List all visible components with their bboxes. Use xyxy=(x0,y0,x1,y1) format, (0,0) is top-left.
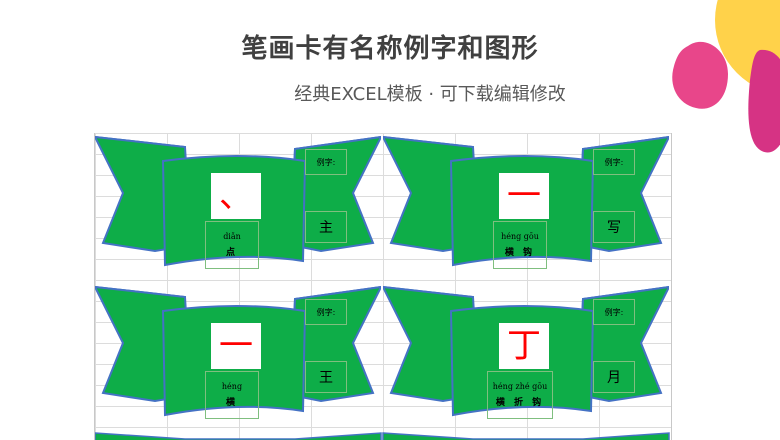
example-char: 写 xyxy=(607,220,621,236)
stroke-glyph-box: 、 xyxy=(211,173,261,219)
stroke-name-box: héng gōu 横 钩 xyxy=(493,221,547,269)
stroke-card: 一 héng 横 例字: 王 xyxy=(95,283,381,429)
example-label-box: 例字: xyxy=(593,149,635,175)
example-char-box: 主 xyxy=(305,211,347,243)
example-label-box: 例字: xyxy=(593,299,635,325)
example-char-box: 月 xyxy=(593,361,635,393)
example-label: 例字: xyxy=(604,157,624,167)
stroke-name-box: héng 横 xyxy=(205,371,259,419)
stroke-card: 、 diǎn 点 例字: 主 xyxy=(95,133,381,279)
stroke-name-box: héng zhé gōu 横 折 钩 xyxy=(487,371,553,419)
ribbon-banner xyxy=(95,135,381,267)
stroke-pinyin: héng gōu xyxy=(501,232,539,241)
example-char-box: 王 xyxy=(305,361,347,393)
stroke-name-box: diǎn 点 xyxy=(205,221,259,269)
example-char: 主 xyxy=(319,220,333,236)
stroke-glyph: 一 xyxy=(219,326,253,366)
example-label-box: 例字: xyxy=(305,299,347,325)
stroke-card: 一 héng gōu 横 钩 例字: 写 xyxy=(383,133,669,279)
next-row-banner-peek xyxy=(95,432,670,440)
ribbon-banner xyxy=(383,285,669,417)
stroke-glyph-box: 一 xyxy=(499,173,549,219)
stroke-glyph: 一 xyxy=(507,176,541,216)
stroke-pinyin: héng xyxy=(221,382,243,391)
example-label: 例字: xyxy=(316,307,336,317)
spreadsheet-preview: 、 diǎn 点 例字: 主 一 héng gōu 横 钩 例字: xyxy=(94,133,672,440)
stroke-name: 横 xyxy=(225,398,238,408)
stroke-name: 横 钩 xyxy=(504,248,536,258)
example-char: 月 xyxy=(607,370,621,386)
example-label-box: 例字: xyxy=(305,149,347,175)
stroke-name: 点 xyxy=(225,248,238,258)
stroke-glyph-box: 丁 xyxy=(499,323,549,369)
page-title: 笔画卡有名称例字和图形 xyxy=(241,34,539,64)
example-label: 例字: xyxy=(604,307,624,317)
stroke-glyph: 丁 xyxy=(507,326,541,366)
example-char-box: 写 xyxy=(593,211,635,243)
stroke-glyph-box: 一 xyxy=(211,323,261,369)
stroke-name: 横 折 钩 xyxy=(495,398,545,408)
stroke-pinyin: diǎn xyxy=(223,232,241,241)
stroke-pinyin: héng zhé gōu xyxy=(492,382,548,391)
stroke-card: 丁 héng zhé gōu 横 折 钩 例字: 月 xyxy=(383,283,669,429)
stroke-glyph: 、 xyxy=(219,176,253,216)
magenta-blob xyxy=(748,49,780,153)
example-label: 例字: xyxy=(316,157,336,167)
page-subtitle: 经典EXCEL模板 · 可下载编辑修改 xyxy=(294,84,566,105)
example-char: 王 xyxy=(319,370,333,386)
